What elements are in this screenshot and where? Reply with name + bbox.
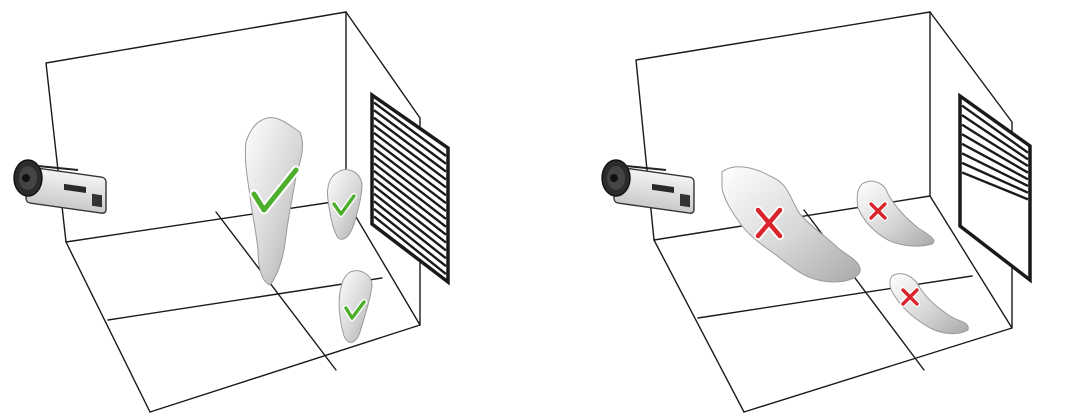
smoke-plume: [889, 273, 969, 335]
vent-slat: [961, 161, 1029, 194]
vent-slat: [373, 131, 447, 189]
vent-slat: [373, 139, 447, 197]
cross-icon: [754, 206, 784, 240]
smoke-plume: [244, 117, 303, 286]
smoke-plume: [327, 169, 363, 240]
panel-bad: [601, 11, 1032, 413]
vent-slat: [373, 200, 447, 260]
vent-slat: [373, 185, 447, 244]
cross-icon: [868, 201, 888, 221]
cross-icon: [900, 287, 920, 307]
vent-slat: [373, 215, 447, 276]
vent-slat: [373, 147, 447, 205]
vent-slat: [373, 109, 447, 165]
vent-slat: [961, 114, 1029, 161]
vent-slat: [373, 116, 447, 173]
vent-slat: [373, 101, 447, 157]
vent-slat: [373, 207, 447, 268]
vent-slat: [961, 133, 1029, 174]
vent-slat: [961, 104, 1029, 154]
vent-grille: [958, 92, 1032, 284]
vent-slat: [961, 171, 1029, 201]
camera-icon: [601, 159, 695, 214]
smoke-plume: [721, 166, 861, 283]
vent-slat: [961, 142, 1029, 181]
vent-slat: [961, 152, 1029, 188]
camera-icon: [13, 159, 107, 214]
smoke-plume: [856, 180, 935, 247]
vent-slat: [373, 124, 447, 181]
vent-slat: [373, 169, 447, 228]
vent-slat: [961, 123, 1029, 168]
panel-good: [13, 11, 450, 413]
vent-slat: [373, 154, 447, 213]
vent-slat: [373, 177, 447, 236]
vent-grille: [370, 91, 450, 286]
smoke-plume: [338, 270, 373, 343]
vent-slat: [373, 162, 447, 220]
vent-slat: [373, 192, 447, 252]
